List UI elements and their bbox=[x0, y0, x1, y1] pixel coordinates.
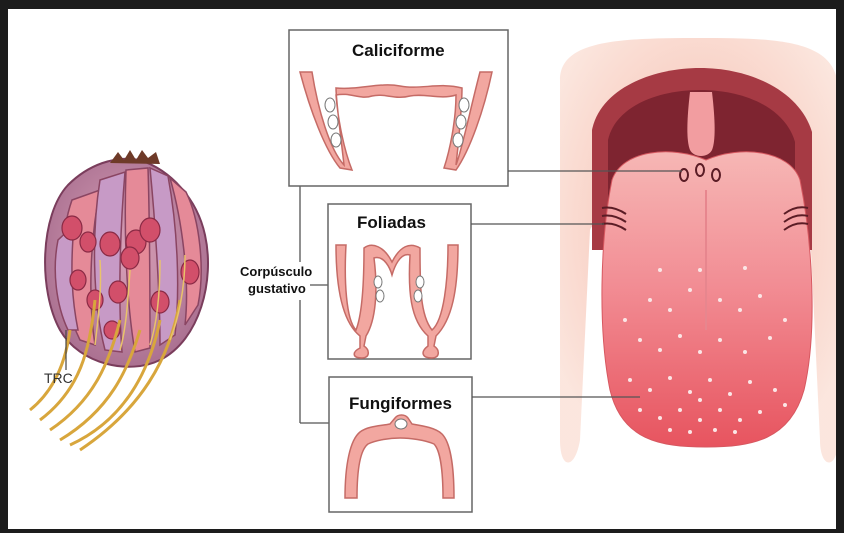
taste-bud-illustration bbox=[30, 150, 208, 450]
tongue-illustration bbox=[560, 38, 838, 463]
trc-label: TRC bbox=[44, 370, 73, 386]
foliadas-label: Foliadas bbox=[357, 213, 426, 232]
caliciforme-label: Caliciforme bbox=[352, 41, 445, 60]
fungiformes-label: Fungiformes bbox=[349, 394, 452, 413]
corpusculo-label-line2: gustativo bbox=[248, 281, 306, 296]
corpusculo-label-line1: Corpúsculo bbox=[240, 264, 312, 279]
